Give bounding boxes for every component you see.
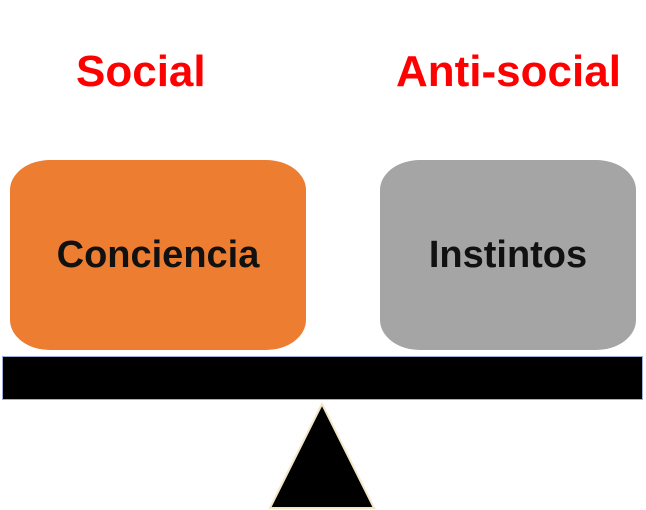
fulcrum-shape (268, 402, 376, 509)
conciencia-box: Conciencia (10, 160, 306, 350)
heading-anti-social: Anti-social (396, 47, 621, 96)
conciencia-label: Conciencia (56, 233, 260, 276)
heading-social: Social (76, 47, 206, 96)
balance-beam (2, 356, 643, 400)
instintos-box: Instintos (380, 160, 636, 350)
fulcrum-triangle (268, 402, 376, 509)
instintos-label: Instintos (428, 233, 588, 276)
